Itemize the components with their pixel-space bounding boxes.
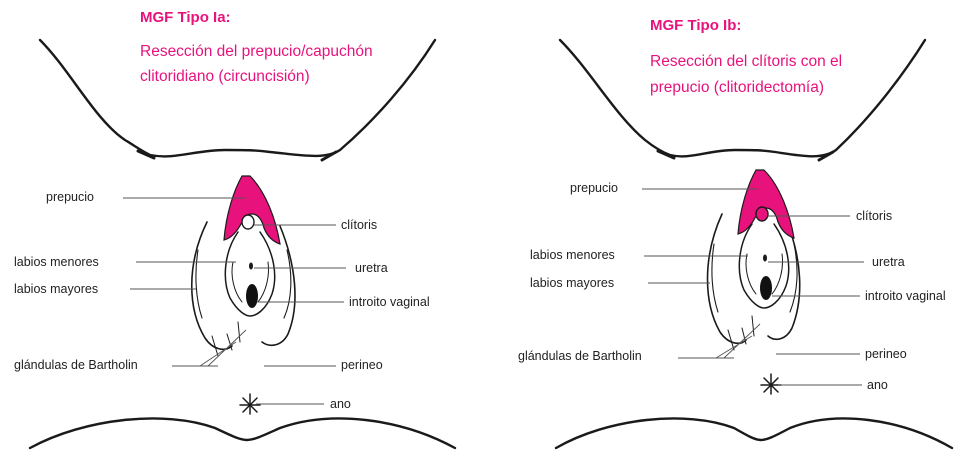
label-labios-mayores: labios mayores: [530, 276, 614, 290]
label-uretra: uretra: [872, 255, 905, 269]
label-introito-vaginal: introito vaginal: [865, 289, 946, 303]
labia-minora-fold-left: [746, 254, 756, 294]
label-introito-vaginal: introito vaginal: [349, 295, 430, 309]
prepuce-highlight: [224, 176, 280, 244]
urethra-shape: [763, 255, 767, 262]
label-labios-mayores: labios mayores: [14, 282, 98, 296]
label-glandulas: glándulas de Bartholin: [518, 349, 642, 363]
bartholin-mark-3: [752, 316, 754, 336]
panel-description-line-1: Resección del clítoris con el: [650, 53, 842, 70]
labia-minora-fold-right: [772, 254, 783, 294]
label-ano: ano: [867, 378, 888, 392]
labia-majora-inner-left: [712, 244, 718, 312]
label-prepucio: prepucio: [570, 181, 618, 195]
buttocks-contour: [30, 418, 455, 448]
panel-description-line-1: Resección del prepucio/capuchón: [140, 43, 373, 60]
prepuce-clitoris-highlight: [738, 170, 794, 238]
label-perineo: perineo: [865, 347, 907, 361]
label-perineo: perineo: [341, 358, 383, 372]
labia-minora-fold-left: [232, 262, 242, 302]
leader-glandulas: [172, 330, 246, 366]
anus-shape: [761, 374, 781, 394]
diagram-type-ia: MGF Tipo Ia: Resección del prepucio/capu…: [0, 0, 489, 459]
label-glandulas: glándulas de Bartholin: [14, 358, 138, 372]
clitoris-shape: [756, 207, 768, 221]
bartholin-mark-3: [238, 322, 240, 342]
vaginal-opening-shape: [246, 284, 258, 308]
label-labios-menores: labios menores: [14, 255, 99, 269]
panel-type-ia: MGF Tipo Ia: Resección del prepucio/capu…: [0, 0, 489, 459]
label-prepucio: prepucio: [46, 190, 94, 204]
panel-type-ib: MGF Tipo Ib: Resección del clítoris con …: [490, 0, 979, 459]
labia-majora-right: [768, 220, 800, 339]
label-uretra: uretra: [355, 261, 388, 275]
label-labios-menores: labios menores: [530, 248, 615, 262]
panel-title: MGF Tipo Ib:: [650, 17, 741, 34]
labia-majora-inner-right: [284, 250, 291, 318]
vaginal-opening-shape: [760, 276, 772, 300]
buttocks-contour: [556, 418, 952, 448]
panel-description-line-2: clitoridiano (circuncisión): [140, 68, 310, 85]
diagram-type-ib: MGF Tipo Ib: Resección del clítoris con …: [490, 0, 979, 459]
label-clitoris: clítoris: [856, 209, 892, 223]
labia-majora-inner-left: [196, 250, 202, 318]
panel-title: MGF Tipo Ia:: [140, 9, 231, 26]
clitoris-shape: [242, 215, 254, 229]
panel-description-line-2: prepucio (clitoridectomía): [650, 79, 824, 96]
labia-majora-inner-right: [790, 244, 797, 312]
label-clitoris: clítoris: [341, 218, 377, 232]
urethra-shape: [249, 263, 253, 270]
label-ano: ano: [330, 397, 351, 411]
